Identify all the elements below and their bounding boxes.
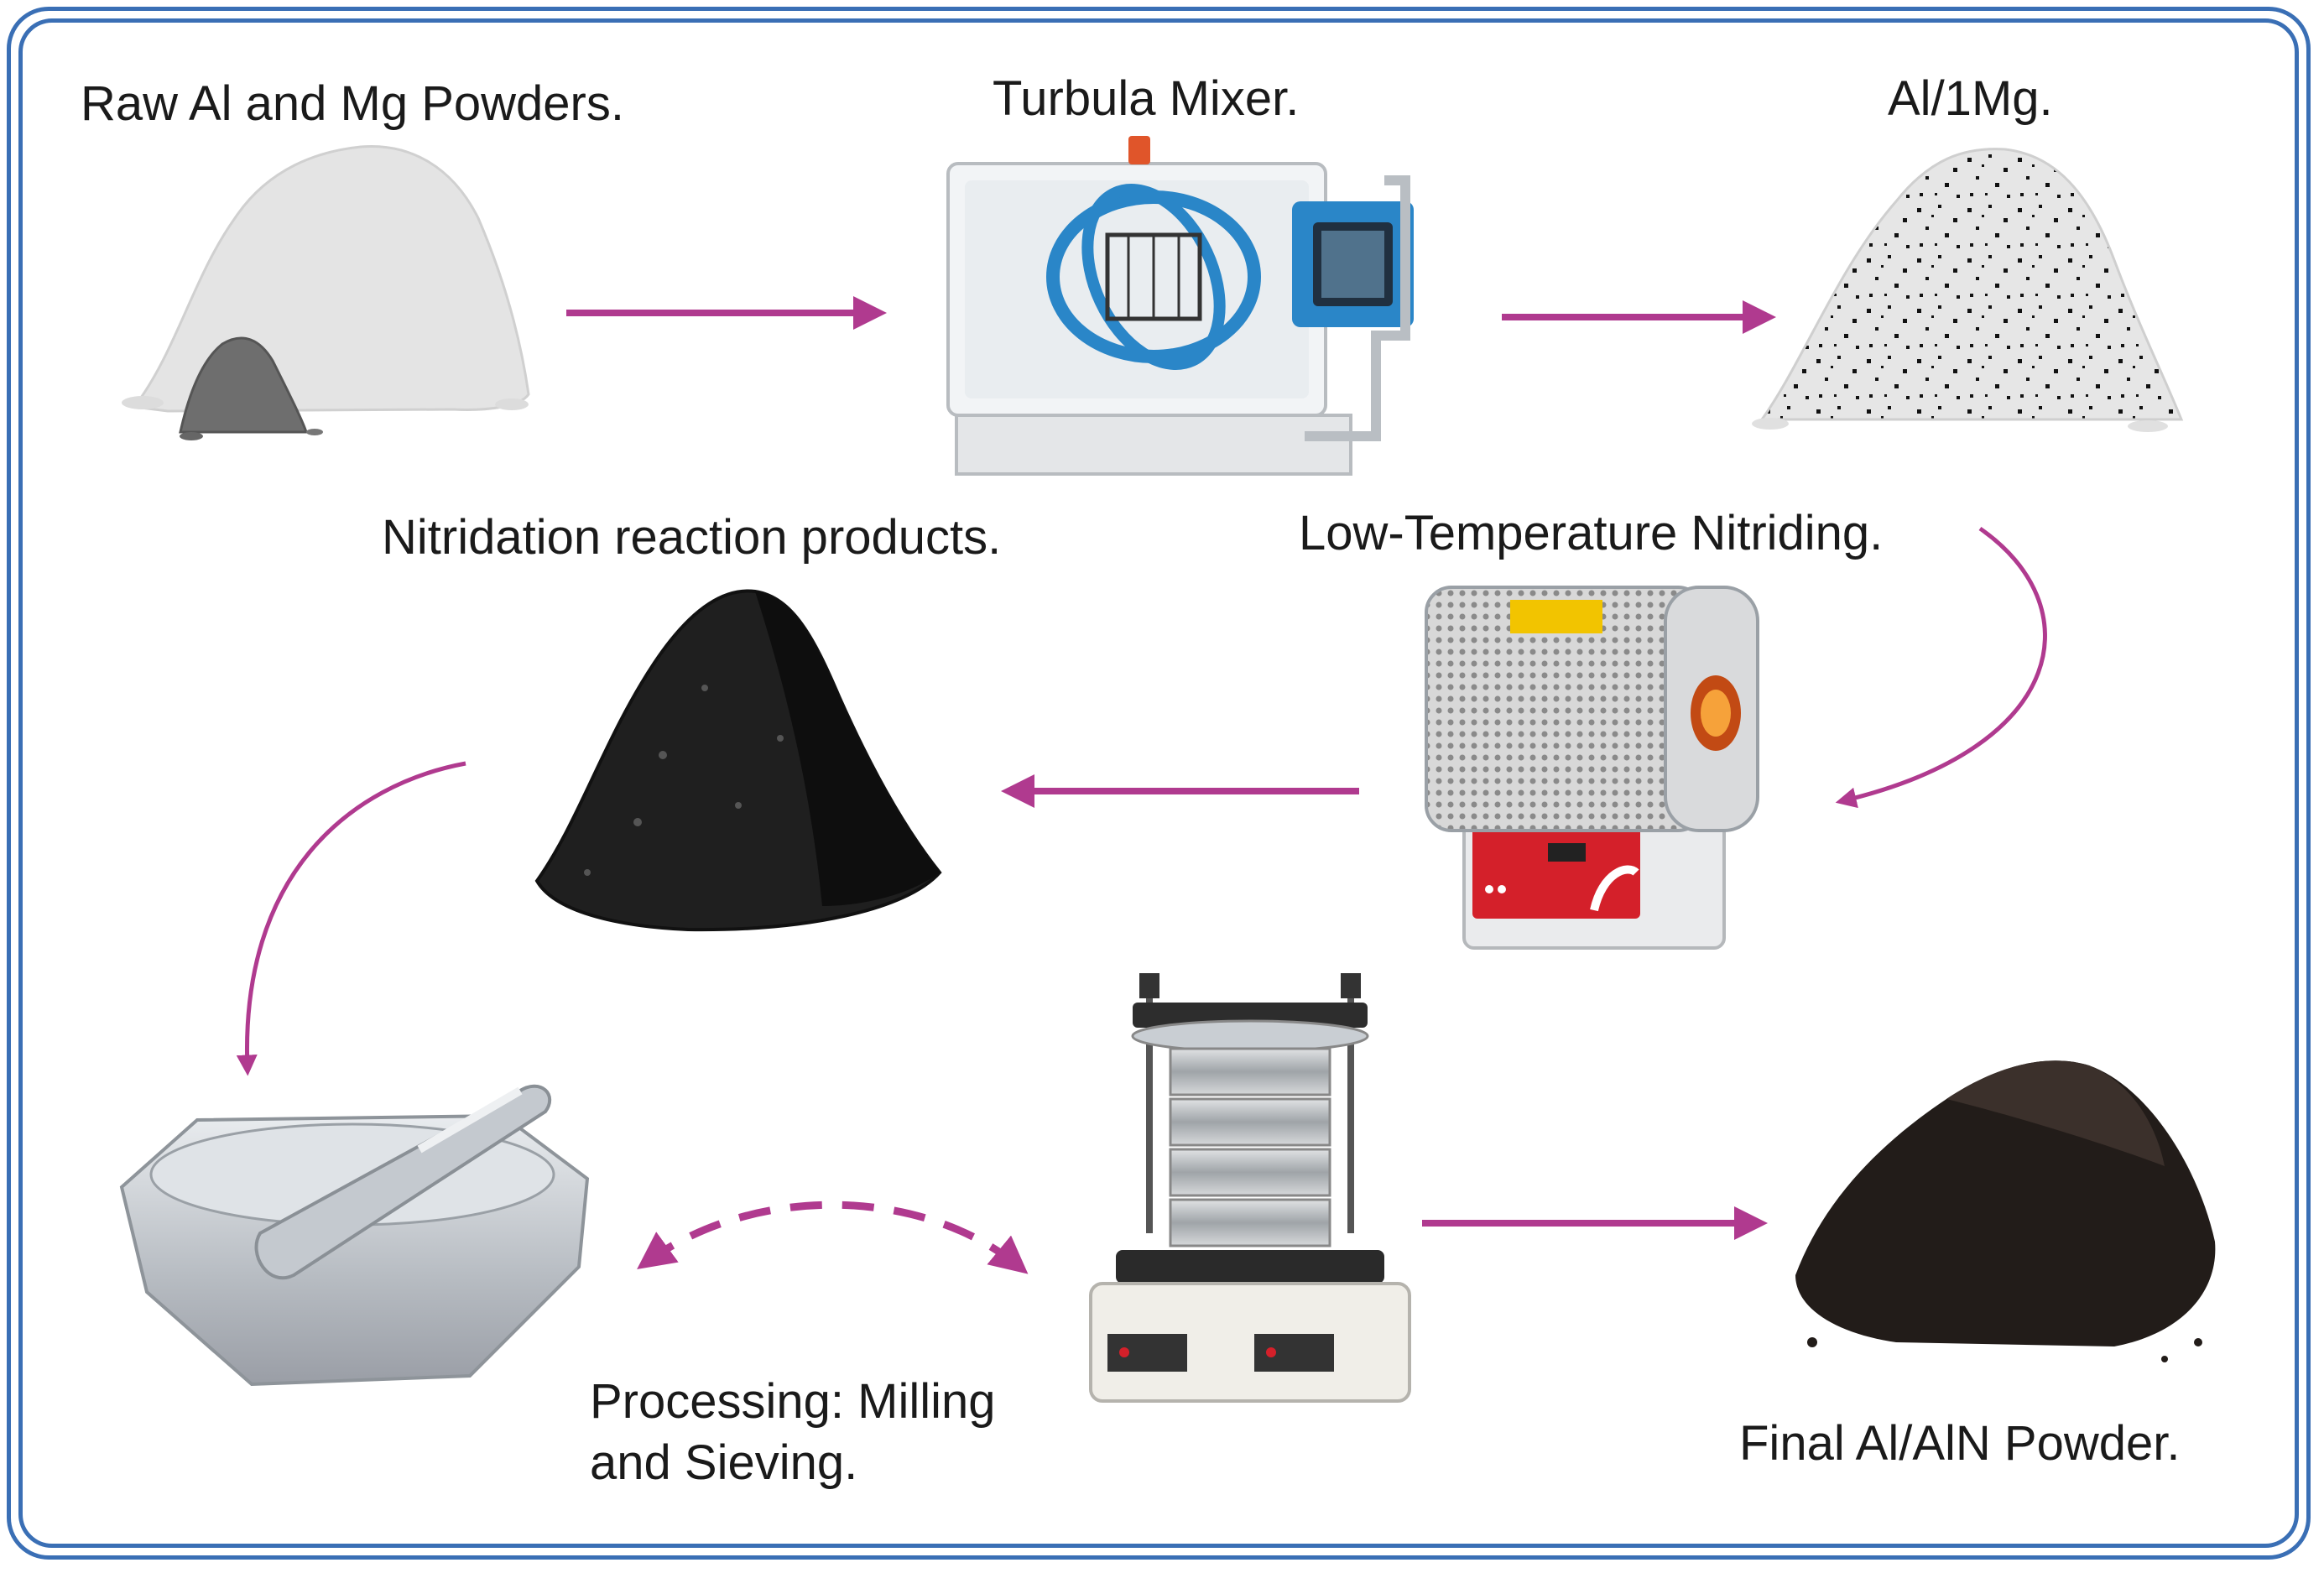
label-al-1mg: Al/1Mg. (1888, 71, 2053, 126)
label-turbula-mixer: Turbula Mixer. (993, 71, 1300, 126)
label-final-powder: Final Al/AlN Powder. (1739, 1416, 2181, 1471)
outer-frame (7, 7, 2311, 1560)
inner-frame (18, 18, 2299, 1548)
final-powder-pile-icon (1795, 1060, 2216, 1362)
mixed-powder-pile-icon (1752, 148, 2184, 432)
sieve-shaker-icon (1089, 973, 1411, 1403)
arrow-mixed-to-furnace (1835, 526, 2047, 809)
label-low-temperature-nitriding: Low-Temperature Nitriding. (1299, 506, 1884, 560)
raw-powder-pile-icon (122, 144, 530, 440)
label-processing-line2: and Sieving. (590, 1435, 858, 1490)
label-nitridation-products: Nitridation reaction products. (382, 510, 1002, 565)
arrow-mortar-sieve-cycle (637, 1201, 1029, 1274)
label-raw-powders: Raw Al and Mg Powders. (81, 76, 624, 131)
arrow-products-to-mortar (236, 761, 466, 1076)
turbula-mixer-icon (946, 136, 1414, 476)
label-processing-line1: Processing: Milling (590, 1374, 996, 1429)
nitrided-product-pile-icon (534, 589, 942, 932)
tube-furnace-icon (1425, 586, 1759, 950)
mortar-and-pestle-icon (119, 1084, 590, 1387)
